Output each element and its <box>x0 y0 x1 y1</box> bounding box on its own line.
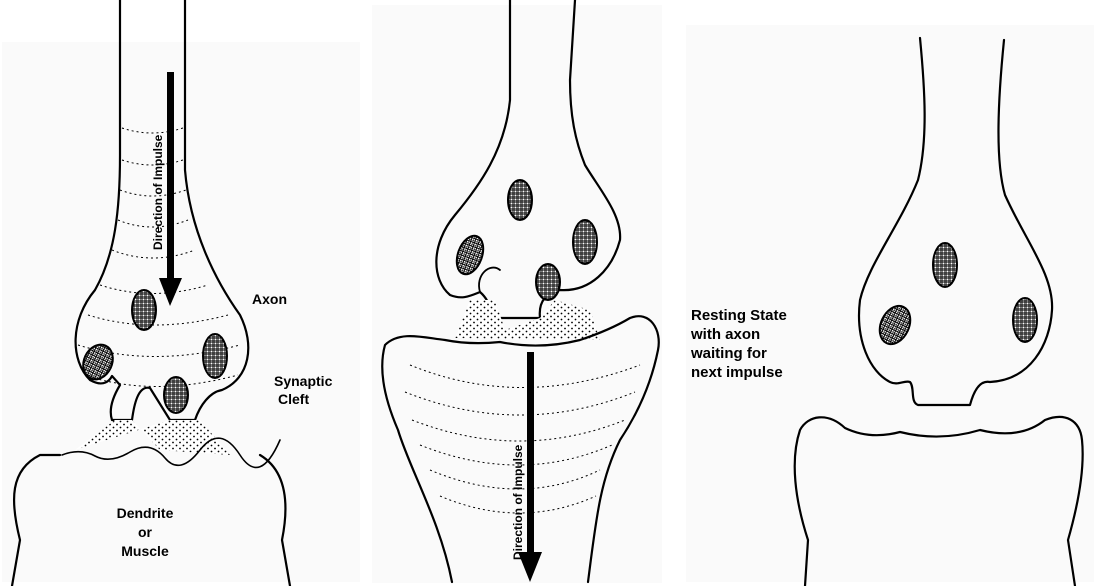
panel-1-dendrite-label-1: Dendrite <box>117 505 174 521</box>
panel-3-resting-label-4: next impulse <box>691 364 783 381</box>
panel-1-synaptic-label-2: Cleft <box>278 391 309 407</box>
panel-1-dendrite-label-2: or <box>138 524 153 540</box>
panel-1-direction-label: Direction of Impulse <box>151 134 165 250</box>
panel-3-resting-label-1: Resting State <box>691 307 787 324</box>
panel-3-resting-label-3: waiting for <box>690 345 767 362</box>
panel-1-impulse-arriving: Direction of Impulse Axon Synaptic Cleft… <box>2 0 360 586</box>
panel-2-impulse-crossing: Direction of Impulse <box>372 0 662 583</box>
panel-1-synaptic-label-1: Synaptic <box>274 373 333 389</box>
panel-3-resting-label-2: with axon <box>690 326 760 343</box>
panel-1-background <box>2 42 360 582</box>
panel-1-dendrite-label-3: Muscle <box>121 543 169 559</box>
panel-3-resting-state: Resting State with axon waiting for next… <box>686 25 1094 586</box>
panel-1-axon-label: Axon <box>252 291 287 307</box>
panel-2-direction-label: Direction of Impulse <box>511 444 525 560</box>
